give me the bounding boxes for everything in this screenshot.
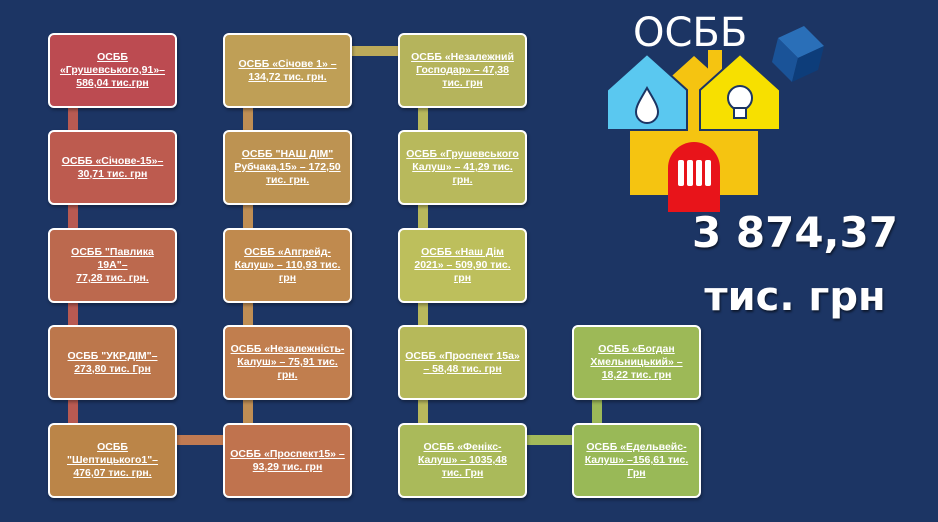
osbb-box-2: ОСББ «Січове-15»– 30,71 тис. грн: [48, 130, 177, 205]
total-unit: тис. грн: [704, 274, 886, 320]
osbb-box-9: ОСББ «Незалежність- Калуш» – 75,91 тис. …: [223, 325, 352, 400]
osbb-box-8: ОСББ «Апгрейд- Калуш» – 110,93 тис. грн: [223, 228, 352, 303]
total-amount: 3 874,37: [692, 208, 898, 257]
osbb-box-10-label: ОСББ «Проспект15» – 93,29 тис. грн: [230, 447, 345, 473]
osbb-box-15: ОСББ «Фенікс- Калуш» – 1035,48 тис. Грн: [398, 423, 527, 498]
connector-col2-col3: [352, 46, 398, 56]
radiator-icon: [668, 142, 720, 212]
osbb-box-9-label: ОСББ «Незалежність- Калуш» – 75,91 тис. …: [230, 343, 345, 381]
osbb-box-11: ОСББ «Незалежний Господар» – 47,38 тис. …: [398, 33, 527, 108]
osbb-box-6-label: ОСББ «Січове 1» – 134,72 тис. грн.: [238, 57, 337, 83]
osbb-box-14: ОСББ «Проспект 15а» – 58,48 тис. грн: [398, 325, 527, 400]
osbb-box-4-label: ОСББ "УКР.ДІМ"– 273,80 тис. Грн: [67, 349, 158, 375]
osbb-box-4: ОСББ "УКР.ДІМ"– 273,80 тис. Грн: [48, 325, 177, 400]
osbb-box-17: ОСББ «Едельвейс- Калуш» –156,61 тис. Грн: [572, 423, 701, 498]
house-icon: [612, 50, 776, 195]
logo-title: ОСББ: [633, 10, 748, 56]
osbb-box-10: ОСББ «Проспект15» – 93,29 тис. грн: [223, 423, 352, 498]
osbb-box-13: ОСББ «Наш Дім 2021» – 509,90 тис. грн: [398, 228, 527, 303]
light-bulb-icon: [699, 52, 781, 131]
osbb-box-15-label: ОСББ «Фенікс- Калуш» – 1035,48 тис. Грн: [418, 441, 507, 479]
osbb-box-3: ОСББ "Павлика 19А"– 77,28 тис. грн.: [48, 228, 177, 303]
osbb-box-3-label: ОСББ "Павлика 19А"– 77,28 тис. грн.: [71, 246, 154, 284]
osbb-logo: [606, 26, 824, 212]
osbb-box-1: ОСББ «Грушевського,91»– 586,04 тис.грн: [48, 33, 177, 108]
osbb-box-5: ОСББ "Шептицького1"– 476,07 тис. грн.: [48, 423, 177, 498]
osbb-box-14-label: ОСББ «Проспект 15а» – 58,48 тис. грн: [405, 349, 520, 375]
osbb-box-6: ОСББ «Січове 1» – 134,72 тис. грн.: [223, 33, 352, 108]
osbb-box-5-label: ОСББ "Шептицького1"– 476,07 тис. грн.: [66, 441, 159, 479]
osbb-box-7-label: ОСББ "НАШ ДІМ" Рубчака,15» – 172,50 тис.…: [234, 148, 341, 186]
osbb-box-12: ОСББ «Грушевського Калуш» – 41,29 тис. г…: [398, 130, 527, 205]
osbb-box-1-label: ОСББ «Грушевського,91»– 586,04 тис.грн: [59, 51, 166, 89]
osbb-box-2-label: ОСББ «Січове-15»– 30,71 тис. грн: [61, 154, 164, 180]
osbb-box-7: ОСББ "НАШ ДІМ" Рубчака,15» – 172,50 тис.…: [223, 130, 352, 205]
connector-col1-col2: [177, 435, 223, 445]
osbb-box-12-label: ОСББ «Грушевського Калуш» – 41,29 тис. г…: [406, 148, 519, 186]
water-drop-icon: [606, 52, 688, 131]
osbb-box-8-label: ОСББ «Апгрейд- Калуш» – 110,93 тис. грн: [234, 246, 341, 284]
connector-col4: [592, 395, 602, 425]
osbb-box-16-label: ОСББ «Богдан Хмельницький» – 18,22 тис. …: [590, 343, 683, 381]
osbb-box-16: ОСББ «Богдан Хмельницький» – 18,22 тис. …: [572, 325, 701, 400]
osbb-box-11-label: ОСББ «Незалежний Господар» – 47,38 тис. …: [411, 51, 514, 89]
osbb-box-13-label: ОСББ «Наш Дім 2021» – 509,90 тис. грн: [414, 246, 511, 284]
osbb-box-17-label: ОСББ «Едельвейс- Калуш» –156,61 тис. Грн: [584, 441, 689, 479]
connector-col3-col4: [527, 435, 573, 445]
cube-icon: [772, 26, 824, 82]
